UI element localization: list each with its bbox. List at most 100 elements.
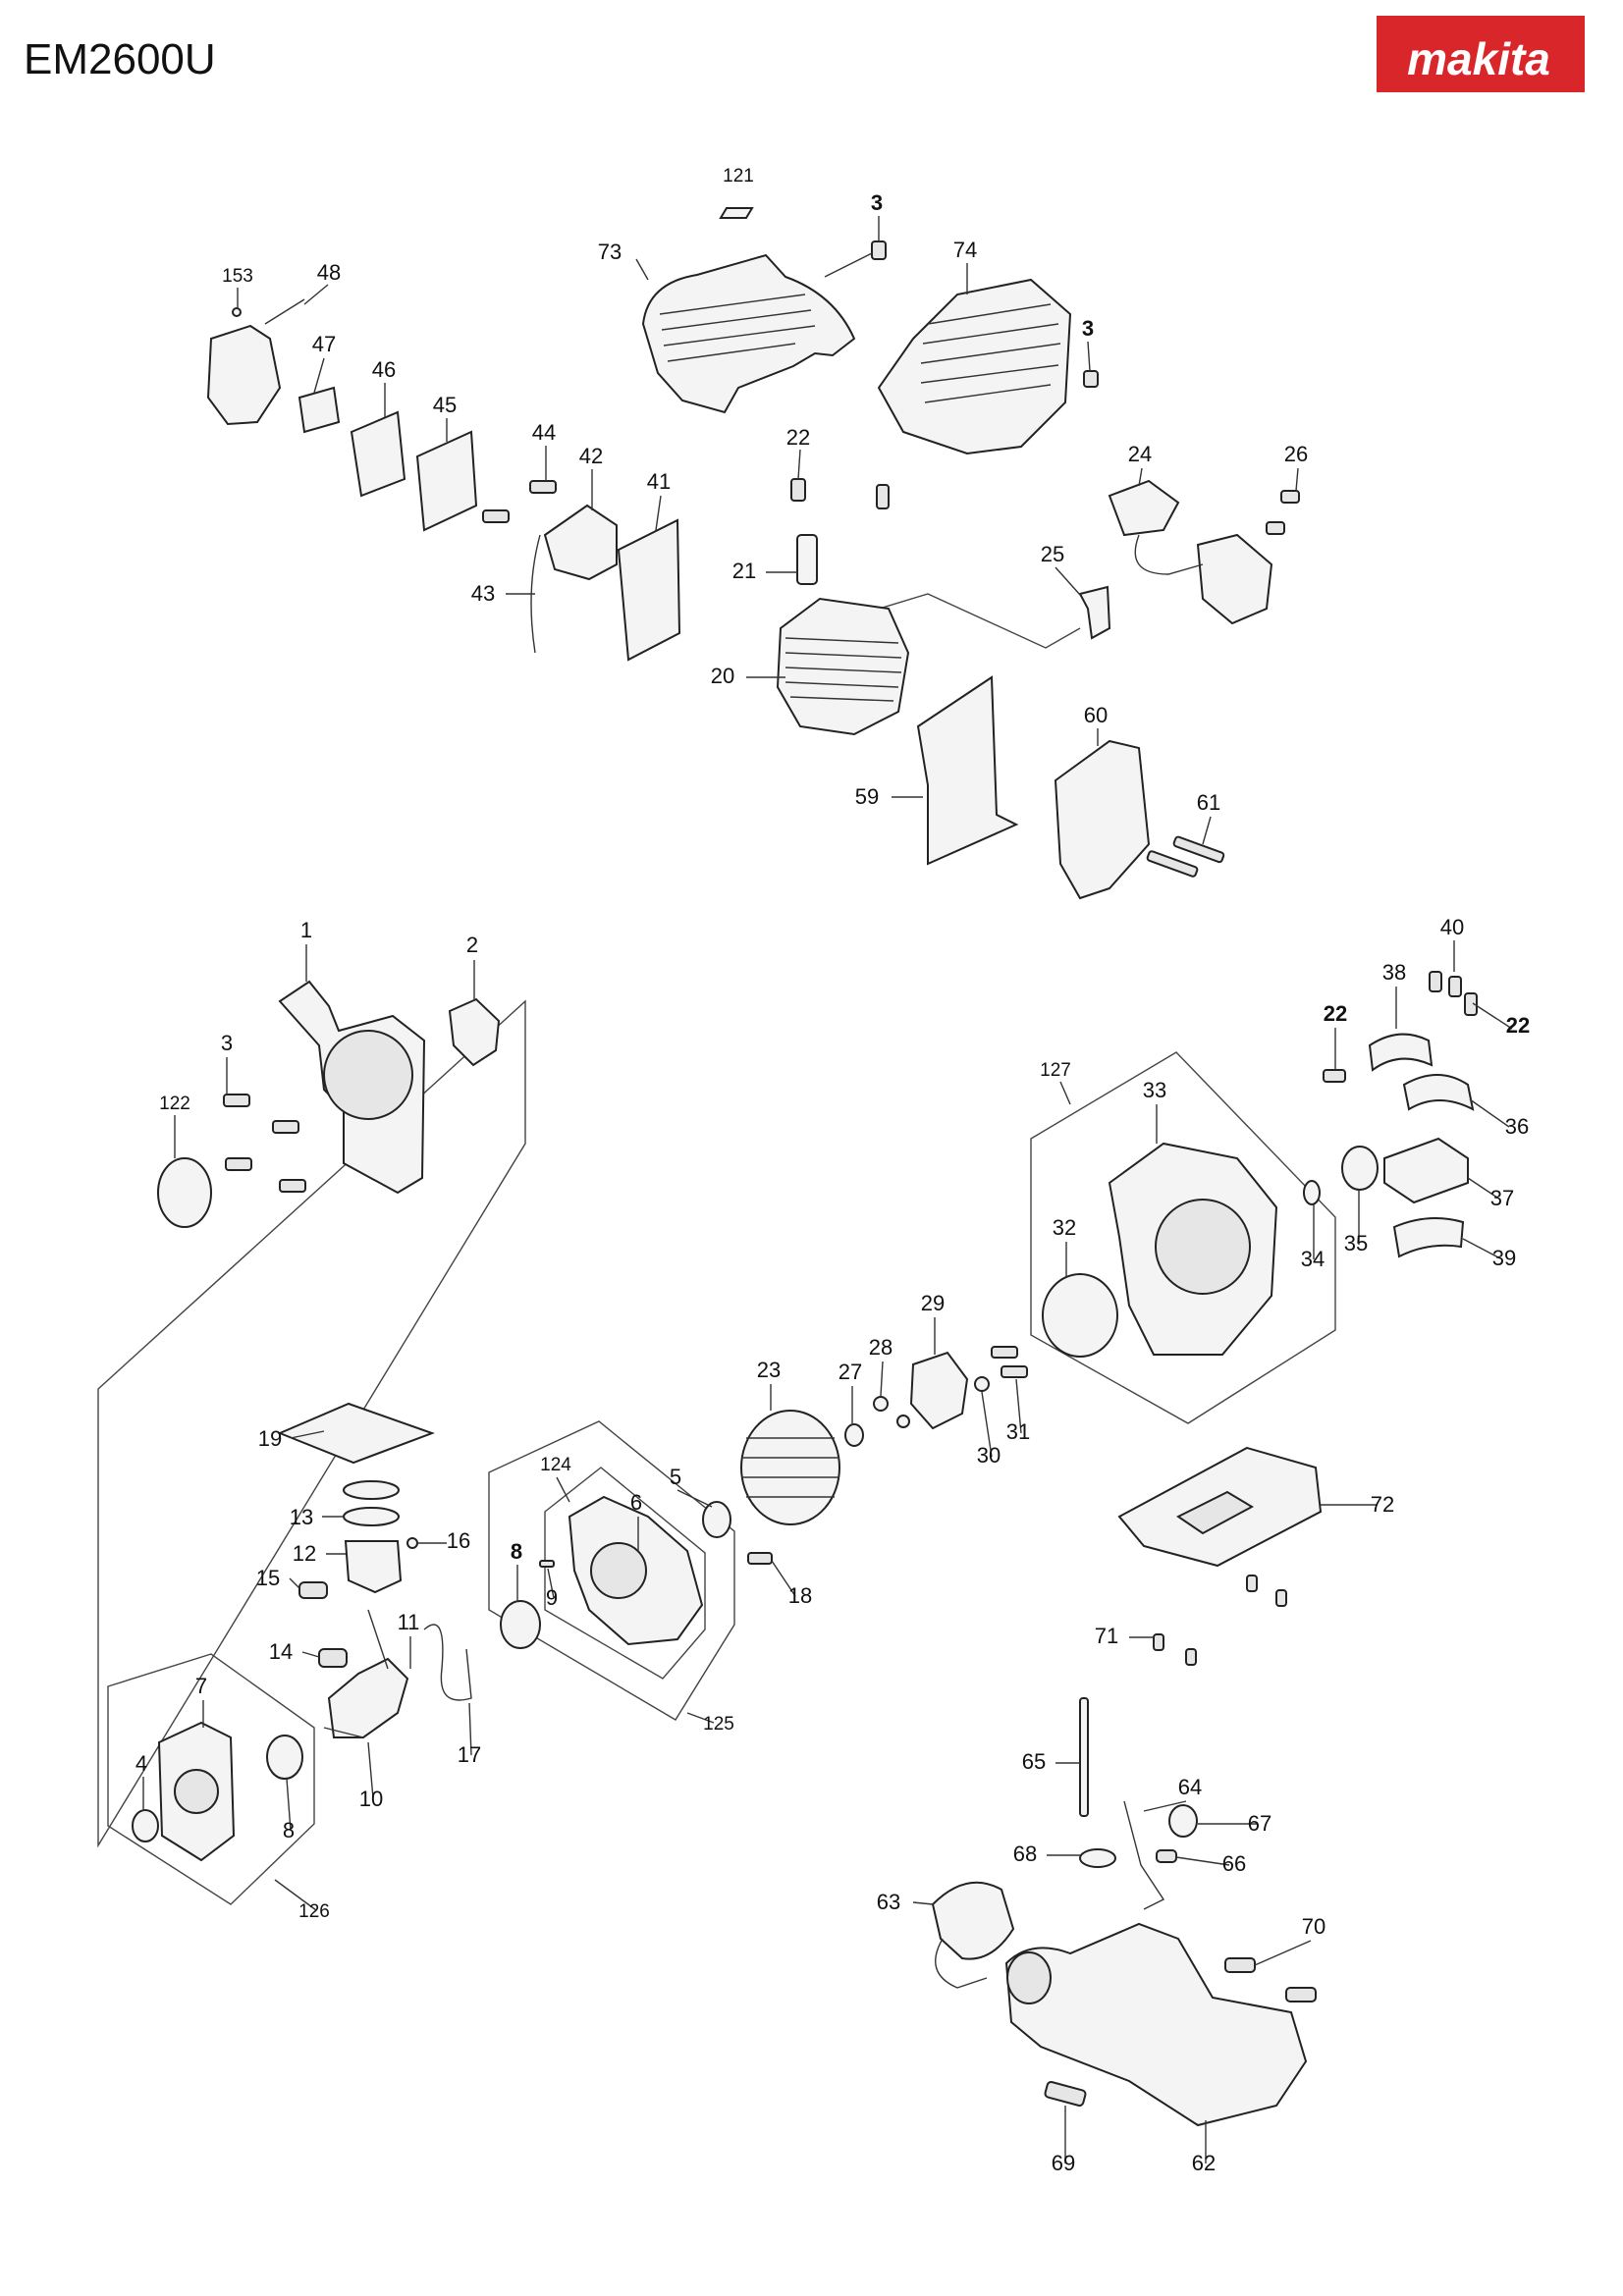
callout-9: 9 xyxy=(546,1585,558,1610)
part-12-piston xyxy=(344,1540,403,1594)
part-38-clamp-top xyxy=(1368,1033,1434,1072)
part-20-cylinder xyxy=(776,597,910,736)
callout-121: 121 xyxy=(723,166,754,187)
callout-24: 24 xyxy=(1128,442,1152,466)
part-13-ring xyxy=(343,1507,400,1526)
part-73-ribs xyxy=(659,294,816,362)
part-37-clamp xyxy=(1383,1137,1469,1204)
part-72-window-a xyxy=(1176,1490,1255,1535)
part-17-clip xyxy=(423,1624,472,1701)
callout-3c: 3 xyxy=(221,1031,233,1055)
part-31-bolt xyxy=(991,1346,1018,1359)
part-screw-71b xyxy=(1185,1648,1197,1666)
part-64-hose xyxy=(1123,1800,1165,1910)
part-6-bore xyxy=(590,1542,647,1599)
callout-34: 34 xyxy=(1301,1247,1325,1271)
callout-39: 39 xyxy=(1492,1246,1516,1270)
part-61-bolt xyxy=(1172,835,1225,864)
frame-124 xyxy=(544,1467,706,1680)
callout-73: 73 xyxy=(598,240,622,264)
callout-61: 61 xyxy=(1197,790,1220,815)
part-122-oring xyxy=(157,1157,212,1228)
callout-16: 16 xyxy=(447,1528,470,1553)
part-68-grommet xyxy=(1079,1848,1116,1868)
part-46-gasket xyxy=(350,410,406,498)
callout-72: 72 xyxy=(1371,1492,1394,1517)
callout-10: 10 xyxy=(359,1787,383,1811)
part-32-drum xyxy=(1042,1273,1118,1358)
part-34-clip xyxy=(1303,1180,1321,1205)
part-1-drum xyxy=(323,1030,413,1120)
callout-60: 60 xyxy=(1084,703,1108,727)
callout-44: 44 xyxy=(532,420,556,445)
part-screw-b xyxy=(876,484,890,509)
callout-40: 40 xyxy=(1440,915,1464,939)
part-31-bolt-b xyxy=(1001,1365,1028,1378)
part-48-carburetor xyxy=(206,324,282,426)
part-7-bore xyxy=(174,1769,219,1814)
callout-19: 19 xyxy=(258,1426,282,1451)
part-8-bearing xyxy=(500,1600,541,1649)
callout-69: 69 xyxy=(1052,2151,1075,2175)
callout-125: 125 xyxy=(703,1714,734,1735)
callout-28: 28 xyxy=(869,1335,893,1360)
callout-17: 17 xyxy=(458,1742,481,1767)
part-26-ignition-coil xyxy=(1196,533,1273,625)
callout-36: 36 xyxy=(1505,1114,1529,1139)
callout-22c: 22 xyxy=(1506,1013,1530,1038)
callout-21: 21 xyxy=(732,559,756,583)
callout-20: 20 xyxy=(711,664,734,688)
starter-parts xyxy=(157,980,501,1228)
part-20-fins xyxy=(784,637,902,702)
part-24-boot xyxy=(1108,479,1180,537)
callout-22b: 22 xyxy=(1324,1001,1347,1026)
frame-125 xyxy=(488,1420,735,1721)
part-18-bolt xyxy=(747,1552,773,1565)
callout-31: 31 xyxy=(1006,1419,1030,1444)
callout-13: 13 xyxy=(290,1505,313,1529)
part-36-clamp xyxy=(1402,1074,1475,1111)
callout-4: 4 xyxy=(135,1751,147,1776)
part-60-muffler xyxy=(1054,739,1151,900)
part-40-screw-b xyxy=(1448,976,1462,997)
part-44-bolt xyxy=(529,480,557,494)
callout-30: 30 xyxy=(977,1443,1001,1468)
part-39-clamp-bottom xyxy=(1392,1217,1465,1258)
part-59-plate xyxy=(916,675,1019,866)
callout-126: 126 xyxy=(298,1901,330,1922)
part-67-filter xyxy=(1168,1804,1198,1838)
part-35-seal xyxy=(1341,1146,1379,1191)
part-ring-a xyxy=(343,1480,400,1500)
part-63-cap xyxy=(931,1881,1015,1960)
callout-46: 46 xyxy=(372,357,396,382)
callout-38: 38 xyxy=(1382,960,1406,985)
callout-42: 42 xyxy=(579,444,603,468)
callout-3b: 3 xyxy=(1082,316,1094,341)
callout-47: 47 xyxy=(312,332,336,356)
part-21-spark-plug xyxy=(796,534,818,585)
part-bolt-45 xyxy=(482,509,510,523)
callout-1: 1 xyxy=(300,918,312,942)
part-26-screw-b xyxy=(1266,521,1285,535)
part-22-screw-b xyxy=(1323,1069,1346,1083)
callout-22a: 22 xyxy=(786,425,810,450)
callout-33: 33 xyxy=(1143,1078,1166,1102)
part-10-shaft xyxy=(323,1727,364,1738)
part-14-bearing xyxy=(318,1648,348,1668)
callout-127: 127 xyxy=(1040,1060,1071,1081)
callout-32: 32 xyxy=(1053,1215,1076,1240)
part-26-screw xyxy=(1280,490,1300,504)
part-69-pad xyxy=(1044,2080,1087,2108)
callout-35: 35 xyxy=(1344,1231,1368,1255)
makita-logo: makita xyxy=(1377,16,1585,92)
part-15-pin xyxy=(298,1581,328,1599)
callout-41: 41 xyxy=(647,469,671,494)
part-74-cylinder-cover xyxy=(877,278,1072,455)
part-30-washer xyxy=(974,1376,990,1392)
callout-70: 70 xyxy=(1302,1914,1325,1939)
part-43-wire xyxy=(530,534,541,654)
callout-6: 6 xyxy=(630,1490,642,1515)
callout-67: 67 xyxy=(1248,1811,1271,1836)
